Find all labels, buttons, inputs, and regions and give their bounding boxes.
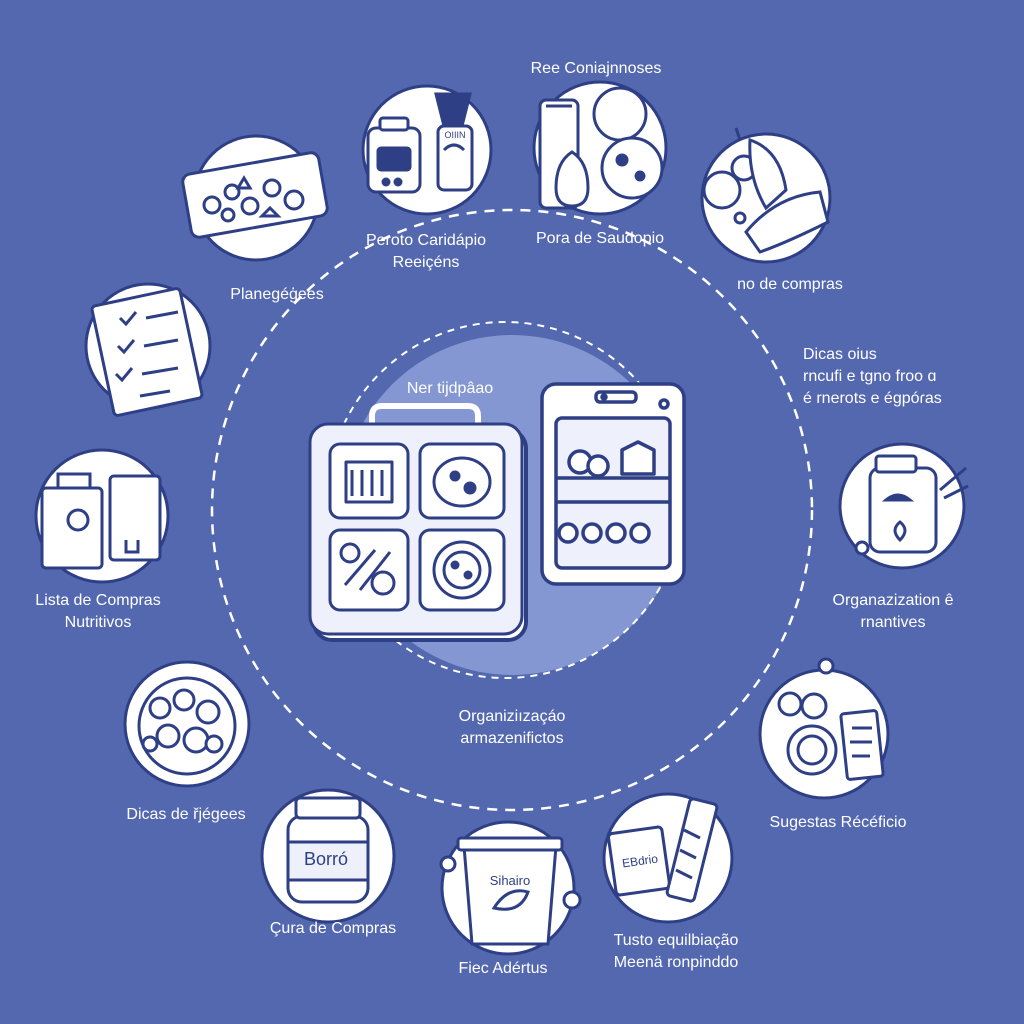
node-shopping[interactable] [34, 448, 170, 584]
container-icon [286, 796, 370, 904]
label-suggestions: Sugestas Récéficio [769, 814, 907, 831]
jar-tag-text: OIIIN [444, 130, 466, 140]
node-bin[interactable] [439, 820, 582, 956]
bags-icon [40, 472, 162, 570]
label-fruits: no de compras [737, 276, 843, 293]
node-snacks[interactable] [602, 792, 734, 924]
meal-tray-icon [181, 151, 329, 239]
node-fruits[interactable] [700, 127, 832, 264]
node-bottle[interactable] [260, 788, 396, 924]
produce-icon [538, 86, 664, 210]
node-storage[interactable] [838, 442, 969, 570]
label-bin: Fiec Adértus [458, 960, 548, 977]
center-top-label: Ner tijdpâao [406, 380, 494, 397]
fruit-board-icon [777, 657, 885, 781]
checklist-icon [90, 287, 204, 417]
refrigerator-icon [540, 382, 686, 586]
lunchbox-icon [308, 403, 528, 642]
node-checklist[interactable] [84, 282, 212, 417]
jars-icon [366, 92, 474, 194]
label-bottle: Çura de Compras [269, 920, 397, 937]
node-jars[interactable] [361, 84, 493, 216]
node-menu[interactable] [181, 134, 329, 262]
outer-dashed-ring [210, 208, 814, 812]
label-produce-top: Ree Coniajnnoses [530, 60, 662, 77]
bin-badge: Sihairo [489, 873, 531, 888]
fruit-icon [702, 127, 830, 254]
node-suggestions[interactable] [758, 657, 890, 800]
storage-jar-icon [854, 454, 969, 556]
container-badge: Borró [303, 849, 349, 869]
snack-bar-icon [606, 797, 719, 903]
label-menu: Planegéģees [230, 286, 324, 303]
label-produce-bottom: Pora de Saudopio [535, 230, 665, 247]
label-bowl: Dicas de řjéɡees [126, 806, 246, 823]
bin-icon [439, 836, 582, 946]
node-bowl[interactable] [123, 660, 251, 788]
node-produce[interactable] [532, 80, 668, 216]
bowl-icon [137, 676, 237, 776]
